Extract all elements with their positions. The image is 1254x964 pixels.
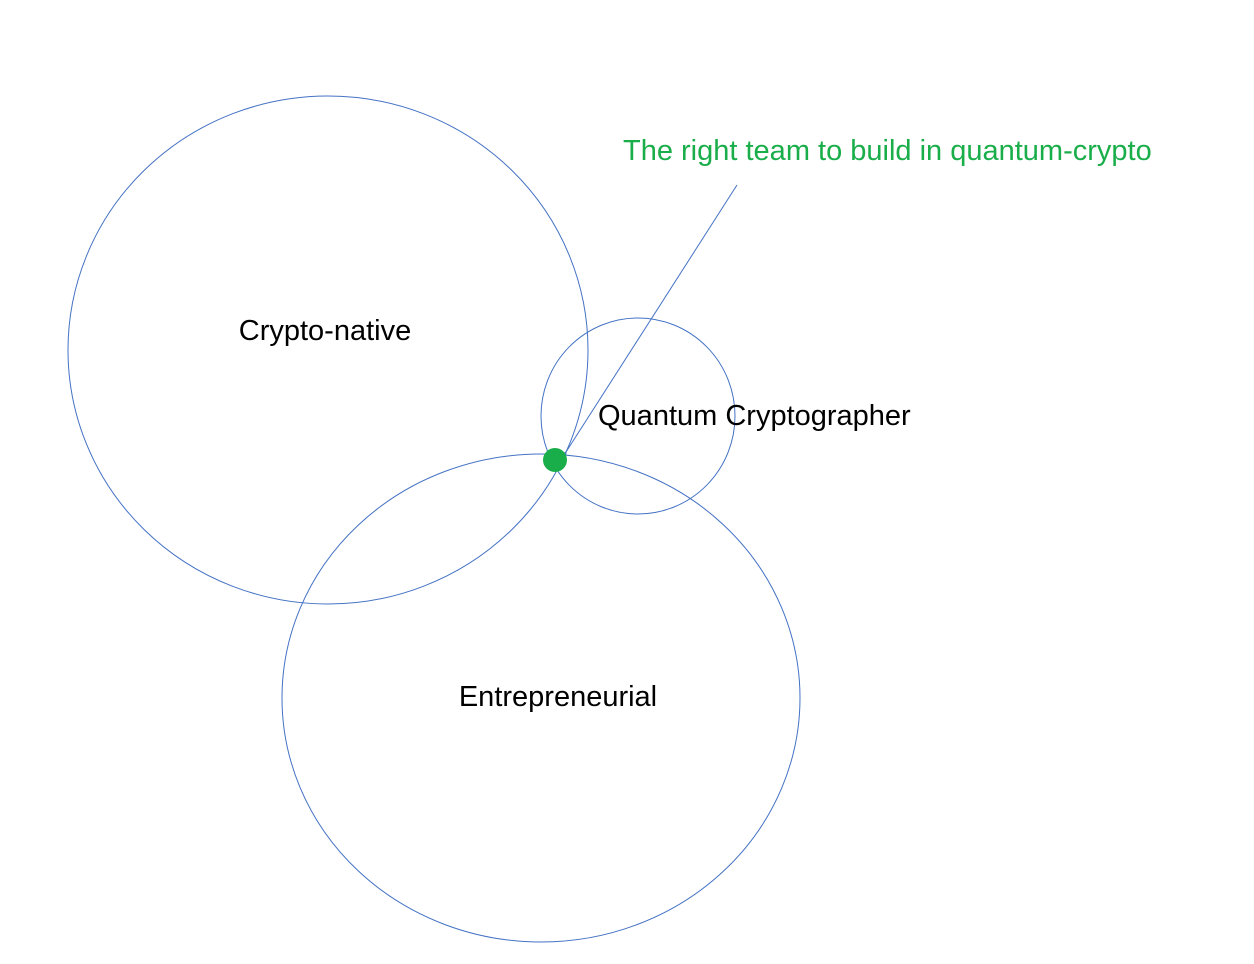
callout-arrow (566, 184, 738, 452)
callout-text: The right team to build in quantum-crypt… (623, 135, 1152, 167)
quantum-cryptographer-label: Quantum Cryptographer (598, 400, 911, 432)
crypto-native-label: Crypto-native (239, 315, 411, 347)
entrepreneurial-circle (281, 453, 801, 943)
entrepreneurial-label: Entrepreneurial (459, 681, 657, 713)
quantum-cryptographer-circle (540, 317, 736, 515)
crypto-native-circle (67, 95, 589, 605)
intersection-dot (543, 448, 567, 472)
